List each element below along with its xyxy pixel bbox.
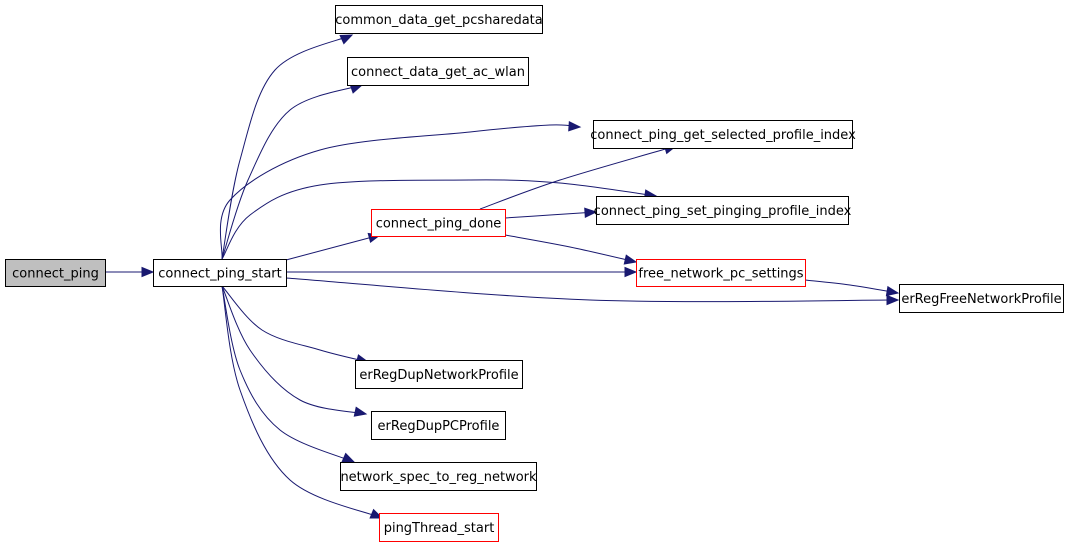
- node-box: [355, 360, 523, 389]
- node-label: pingThread_start: [384, 521, 495, 536]
- edge-line: [221, 285, 383, 519]
- node-connect_ping_start[interactable]: connect_ping_start: [153, 259, 287, 287]
- node-box: [335, 5, 543, 34]
- arrowhead: [341, 452, 356, 463]
- node-label: erRegFreeNetworkProfile: [901, 292, 1061, 307]
- node-erRegFreeNetworkProfile[interactable]: erRegFreeNetworkProfile: [899, 284, 1064, 313]
- node-connect_data_get_ac_wlan[interactable]: connect_data_get_ac_wlan: [347, 57, 529, 86]
- node-box: [5, 259, 106, 287]
- edge-line: [221, 179, 657, 260]
- arrowhead: [886, 294, 900, 306]
- edge-connect_ping_start-to-free_network_pc_settings: [286, 266, 638, 278]
- node-box: [347, 57, 529, 86]
- edge-connect_ping_start-to-erRegFreeNetworkProfile: [285, 277, 900, 306]
- node-box: [379, 513, 499, 542]
- edge-connect_ping_start-to-erRegDupNetworkProfile: [221, 285, 370, 365]
- node-label: connect_ping: [12, 267, 99, 282]
- edge-connect_ping_done-to-connect_ping_set_pinging_profile_index: [504, 207, 598, 219]
- node-common_data_get_pcsharedata[interactable]: common_data_get_pcsharedata: [335, 5, 543, 34]
- node-box: [340, 462, 537, 491]
- edge-line: [504, 234, 637, 263]
- node-box: [153, 259, 287, 287]
- node-label: network_spec_to_reg_network: [340, 470, 537, 485]
- node-label: common_data_get_pcsharedata: [335, 13, 542, 28]
- node-free_network_pc_settings[interactable]: free_network_pc_settings: [636, 259, 806, 287]
- node-erRegDupPCProfile[interactable]: erRegDupPCProfile: [371, 411, 506, 440]
- edge-line: [221, 285, 369, 363]
- nodes-layer: connect_ping connect_ping_start common_dat…: [5, 5, 1064, 542]
- node-label: connect_ping_set_pinging_profile_index: [594, 204, 852, 219]
- node-network_spec_to_reg_network[interactable]: network_spec_to_reg_network: [340, 462, 537, 491]
- node-box: [636, 259, 806, 287]
- node-connect_ping_done[interactable]: connect_ping_done: [371, 209, 506, 237]
- arrowhead: [885, 285, 900, 297]
- node-label: free_network_pc_settings: [638, 267, 803, 282]
- edge-connect_ping_done-to-free_network_pc_settings: [504, 234, 638, 265]
- arrowhead: [624, 266, 638, 278]
- edge-connect_ping_start-to-connect_ping_get_selected_profile_index: [219, 121, 582, 260]
- edge-connect_ping_start-to-erRegDupPCProfile: [221, 285, 368, 417]
- edge-connect_ping_start-to-connect_data_get_ac_wlan: [221, 83, 364, 260]
- node-erRegDupNetworkProfile[interactable]: erRegDupNetworkProfile: [355, 360, 523, 389]
- arrowhead: [353, 406, 368, 417]
- edge-free_network_pc_settings-to-erRegFreeNetworkProfile: [804, 279, 900, 297]
- edge-line: [219, 124, 581, 260]
- edge-connect_ping_start-to-network_spec_to_reg_network: [221, 285, 356, 463]
- node-box: [371, 209, 506, 237]
- node-label: erRegDupNetworkProfile: [359, 368, 518, 383]
- edge-line: [804, 279, 899, 294]
- edge-connect_ping-to-connect_ping_start: [105, 266, 155, 278]
- edge-connect_ping_start-to-connect_ping_done: [285, 232, 382, 261]
- edge-line: [285, 277, 899, 303]
- edge-line: [221, 34, 353, 260]
- edges-layer: [105, 34, 900, 519]
- node-label: connect_ping_done: [376, 217, 502, 232]
- edge-line: [221, 285, 355, 463]
- node-label: erRegDupPCProfile: [378, 419, 500, 434]
- node-box: [596, 196, 849, 225]
- edge-line: [221, 84, 363, 260]
- edge-line: [285, 234, 381, 261]
- arrowhead: [141, 266, 155, 278]
- node-box: [899, 284, 1064, 313]
- edge-line: [479, 145, 677, 210]
- node-box: [371, 411, 506, 440]
- node-label: connect_data_get_ac_wlan: [351, 65, 525, 80]
- node-label: connect_ping_get_selected_profile_index: [590, 128, 856, 143]
- node-connect_ping: connect_ping: [5, 259, 106, 287]
- edge-connect_ping_start-to-common_data_get_pcsharedata: [221, 34, 354, 260]
- arrowhead: [568, 121, 582, 132]
- node-label: connect_ping_start: [158, 267, 281, 282]
- node-connect_ping_get_selected_profile_index[interactable]: connect_ping_get_selected_profile_index: [590, 120, 856, 149]
- edge-line: [221, 285, 367, 415]
- node-connect_ping_set_pinging_profile_index[interactable]: connect_ping_set_pinging_profile_index: [594, 196, 852, 225]
- arrowhead: [339, 34, 354, 45]
- edge-line: [504, 211, 597, 219]
- node-pingThread_start[interactable]: pingThread_start: [379, 513, 499, 542]
- arrowhead: [584, 207, 598, 218]
- arrowhead: [623, 254, 638, 265]
- node-box: [593, 120, 853, 149]
